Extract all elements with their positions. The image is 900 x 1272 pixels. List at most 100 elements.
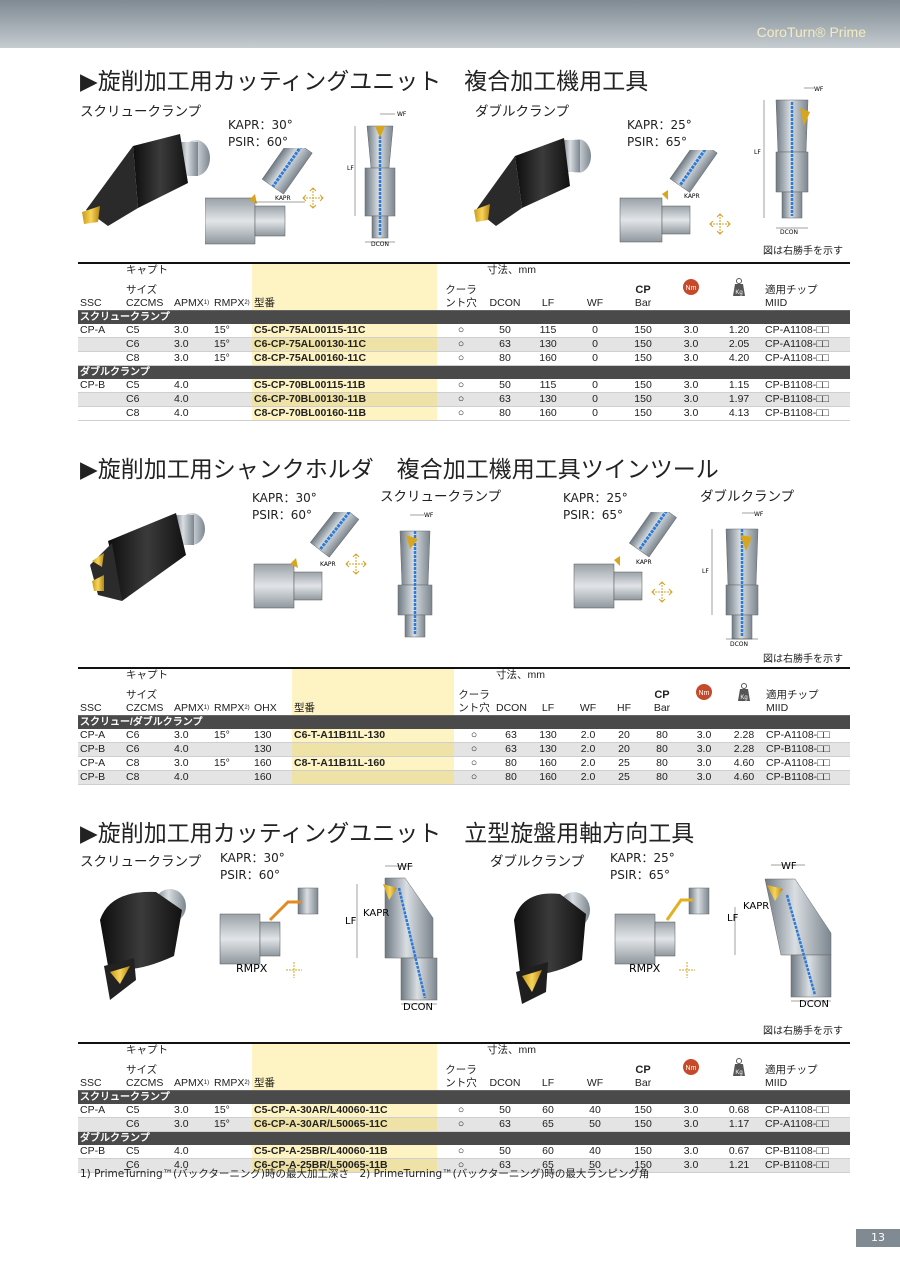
table-cell: ○: [454, 756, 494, 771]
table-cell: 160: [252, 756, 292, 771]
torque-icon: Nm: [696, 684, 712, 700]
table-cell: 0.67: [715, 1145, 764, 1159]
table-cell: 4.0: [172, 1158, 212, 1173]
table-cell: 4.0: [172, 392, 212, 407]
table-cell: C6: [124, 742, 172, 757]
dcon-dim: DCON: [403, 1002, 433, 1013]
table-cell: 3.0: [684, 729, 724, 743]
wf-header: WF: [571, 1077, 620, 1091]
kapr-dim: KAPR: [684, 193, 700, 200]
order-code-cell: [292, 770, 454, 785]
table-cell: 4.0: [172, 770, 212, 785]
svg-text:Nm: Nm: [699, 690, 710, 697]
lf-dim: LF: [347, 165, 354, 172]
page-number: 13: [856, 1229, 900, 1247]
right-hand-note: 図は右勝手を示す: [763, 654, 843, 665]
table-cell: 15°: [212, 729, 252, 743]
table-cell: 3.0: [667, 392, 716, 407]
table-cell: 150: [619, 392, 668, 407]
group-name: スクリュークランプ: [78, 1090, 851, 1104]
kapr-value: KAPR：25°: [610, 851, 675, 865]
group-header-row: スクリュークランプ: [78, 310, 851, 324]
section-3-title: ▶旋削加工用カッティングユニット 立型旋盤用軸方向工具: [80, 821, 695, 847]
table-cell: 150: [619, 1117, 668, 1132]
kapr-value: KAPR：25°: [627, 118, 692, 132]
order-code-cell: C8-CP-75AL00160-11C: [252, 351, 437, 366]
order-code-cell: C5-CP-75AL00115-11C: [252, 324, 437, 338]
section-1-left-label: スクリュークランプ: [80, 104, 202, 120]
table-cell: 40: [571, 1145, 620, 1159]
cp-bar-icon: CP: [654, 689, 670, 701]
size-header: キャプト: [126, 669, 168, 681]
table-cell: CP-A1108-□□: [763, 351, 851, 366]
group-header-row: ダブルクランプ: [78, 365, 851, 379]
group-name: スクリュークランプ: [78, 310, 851, 324]
table-cell: 3.0: [667, 379, 716, 393]
table-cell: C5: [124, 1104, 172, 1118]
table-cell: CP-B1108-□□: [763, 379, 851, 393]
table-cell: 15°: [212, 351, 252, 366]
kapr-dim: KAPR: [363, 908, 389, 919]
lf-dim: LF: [702, 568, 709, 575]
ssc-header: SSC: [78, 702, 124, 716]
coolant-header: ント穴: [454, 702, 494, 716]
table-cell: 50: [571, 1117, 620, 1132]
table-cell: 15°: [212, 1117, 252, 1132]
size-header: サイズ: [126, 689, 158, 701]
table-cell: 1.97: [715, 392, 764, 407]
table-cell: 3.0: [684, 742, 724, 757]
lf-header: LF: [528, 702, 568, 716]
table-cell: [78, 1117, 124, 1132]
order-code-cell: C6-CP-75AL00130-11C: [252, 337, 437, 352]
table-section-3: キャプト 寸法、mm サイズ クーラ CP Nm Kg 適用チップ SSC CZ…: [78, 1042, 851, 1173]
axial-front-view-diagram: WF LF KAPR DCON: [727, 861, 832, 1010]
order-code-cell: C5-CP-70BL00115-11B: [252, 379, 437, 393]
table-cell: 50: [571, 1158, 620, 1173]
group-header-row: スクリュー/ダブルクランプ: [78, 715, 850, 729]
size-header: サイズ: [126, 284, 158, 296]
right-hand-note: 図は右勝手を示す: [763, 1026, 843, 1037]
front-view-diagram: WF LF DCON: [702, 511, 764, 648]
table-cell: C8: [124, 406, 172, 421]
svg-text:Kg: Kg: [740, 695, 747, 701]
size-header: サイズ: [126, 1064, 158, 1076]
torque-icon: Nm: [683, 1059, 700, 1075]
lf-dim: LF: [345, 916, 357, 927]
table-cell: 130: [528, 729, 568, 743]
coolant-header: クーラ: [458, 689, 490, 701]
table-cell: 3.0: [667, 1104, 716, 1118]
table-cell: 3.0: [667, 1145, 716, 1159]
table-cell: 160: [528, 770, 568, 785]
table-cell: ○: [437, 406, 485, 421]
ssc-header: SSC: [78, 1077, 124, 1091]
table-cell: 150: [619, 337, 668, 352]
table-cell: CP-A1108-□□: [763, 1117, 851, 1132]
table-cell: 15°: [212, 324, 252, 338]
right-hand-note: 図は右勝手を示す: [763, 246, 843, 257]
lf-dim: LF: [727, 913, 739, 924]
table-cell: [212, 770, 252, 785]
axial-front-view-diagram: WF LF KAPR DCON: [345, 862, 438, 1013]
dims-header: 寸法、mm: [496, 669, 545, 681]
table-section-1: キャプト 寸法、mm サイズ クーラ CP Nm Kg 適用チップ SSC CZ…: [78, 262, 851, 421]
table-cell: 3.0: [667, 324, 716, 338]
table-cell: ○: [437, 379, 485, 393]
group-header-row: スクリュークランプ: [78, 1090, 851, 1104]
table-cell: C6: [124, 1117, 172, 1132]
table-cell: 150: [619, 351, 668, 366]
axial-approach-diagram: RMPX: [614, 887, 710, 978]
cpbar-header: Bar: [640, 702, 684, 716]
table-cell: 80: [640, 742, 684, 757]
order-code-cell: [292, 742, 454, 757]
table-cell: 160: [252, 770, 292, 785]
table-cell: 80: [485, 351, 525, 366]
table-cell: ○: [437, 392, 485, 407]
twin-tool-holder-image: [90, 513, 205, 601]
group-name: ダブルクランプ: [78, 1131, 851, 1145]
table-cell: 4.0: [172, 1145, 212, 1159]
table-cell: 3.0: [172, 729, 212, 743]
table-cell: 2.28: [724, 729, 764, 743]
